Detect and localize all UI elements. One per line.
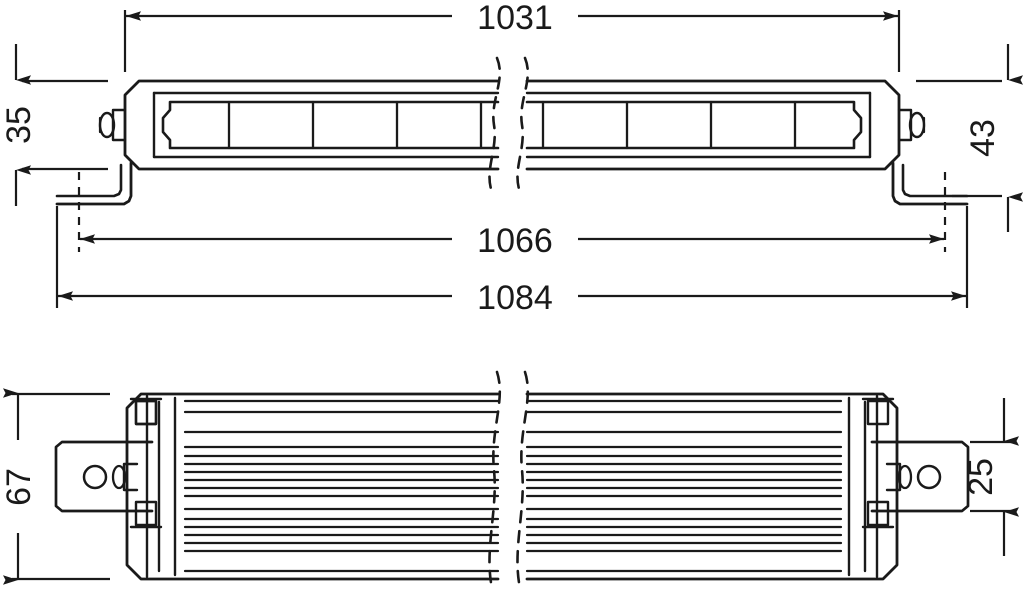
dimension-label-25: 25 bbox=[962, 458, 1000, 496]
dimension-overall-length-housing bbox=[123, 10, 901, 72]
front-segment-dividers-right bbox=[541, 100, 797, 150]
dimension-label-43: 43 bbox=[964, 119, 1002, 157]
top-cooling-fins-right bbox=[525, 399, 843, 573]
front-bracket-right bbox=[891, 161, 969, 206]
dimension-housing-height bbox=[14, 44, 108, 206]
dimension-overall-length-brackets bbox=[55, 206, 969, 308]
top-screw-boss-left bbox=[129, 397, 163, 529]
mount-hole-right bbox=[916, 464, 942, 490]
dimension-label-1066: 1066 bbox=[477, 222, 553, 260]
front-view bbox=[55, 56, 969, 206]
top-body-outline-left bbox=[125, 392, 500, 581]
front-segment-dividers-left bbox=[227, 100, 483, 150]
dimension-label-67: 67 bbox=[0, 468, 38, 506]
dimension-label-35: 35 bbox=[0, 106, 38, 144]
mount-hole-left bbox=[82, 464, 108, 490]
top-endcap-left bbox=[145, 394, 177, 579]
top-body-outline-right bbox=[525, 392, 899, 581]
front-break-lines bbox=[488, 56, 530, 194]
dimension-overall-depth bbox=[3, 388, 110, 585]
top-mount-plate-right bbox=[870, 440, 970, 513]
dimension-bracket-hole-spacing bbox=[77, 172, 947, 252]
front-bracket-left bbox=[55, 161, 133, 206]
top-view bbox=[54, 370, 970, 590]
front-housing-right bbox=[525, 79, 926, 171]
dimension-bracket-depth bbox=[970, 398, 1019, 556]
dimension-label-1084: 1084 bbox=[477, 279, 553, 317]
top-break-lines bbox=[488, 370, 530, 590]
top-cooling-fins-left bbox=[183, 399, 500, 573]
dimension-label-1031: 1031 bbox=[477, 0, 553, 37]
top-endcap-right bbox=[847, 394, 879, 579]
front-housing-left bbox=[98, 79, 500, 171]
dimension-total-height-with-bracket bbox=[916, 44, 1023, 232]
top-screw-boss-right bbox=[861, 397, 895, 529]
top-mount-plate-left bbox=[54, 440, 154, 513]
